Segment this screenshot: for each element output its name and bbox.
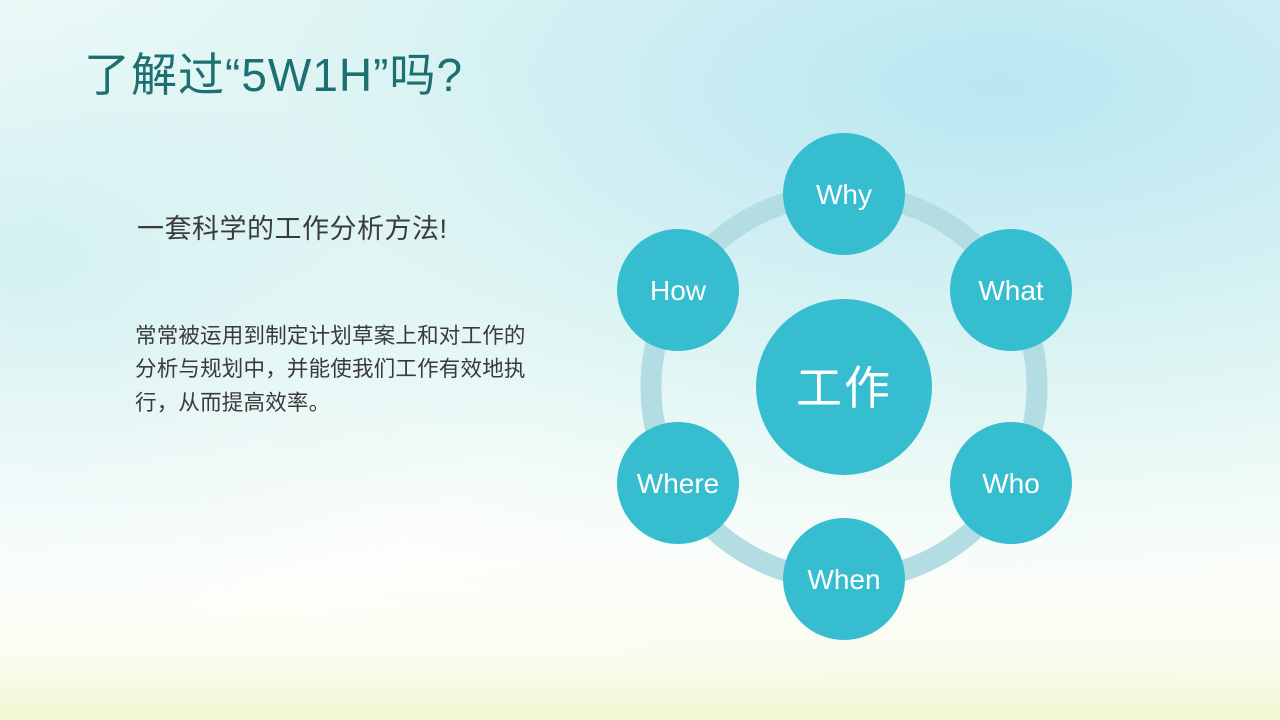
diagram-node-circle (950, 422, 1072, 544)
diagram-node-circle (617, 229, 739, 351)
diagram-node-who[interactable]: Who (950, 422, 1072, 544)
diagram-node-label: What (978, 275, 1044, 306)
diagram-node-where[interactable]: Where (617, 422, 739, 544)
lead-statement: 一套科学的工作分析方法! (137, 214, 448, 244)
diagram-node-circle (783, 133, 905, 255)
five-w-one-h-diagram: How Why What Who When (604, 118, 1084, 658)
diagram-node-circle (783, 518, 905, 640)
diagram-node-label: Why (816, 179, 872, 210)
diagram-node-how[interactable]: How (617, 229, 739, 351)
diagram-center-circle (756, 299, 932, 475)
diagram-node-circle (950, 229, 1072, 351)
diagram-node-why[interactable]: Why (783, 133, 905, 255)
diagram-node-circle (617, 422, 739, 544)
diagram-center-node[interactable]: 工作 (756, 299, 932, 475)
diagram-node-what[interactable]: What (950, 229, 1072, 351)
diagram-center-label: 工作 (796, 362, 892, 414)
diagram-node-label: Who (982, 468, 1040, 499)
diagram-node-when[interactable]: When (783, 518, 905, 640)
page-title: 了解过“5W1H”吗? (84, 49, 464, 101)
diagram-node-label: When (807, 564, 880, 595)
diagram-node-label: How (650, 275, 707, 306)
body-paragraph: 常常被运用到制定计划草案上和对工作的分析与规划中，并能使我们工作有效地执行，从而… (135, 324, 526, 415)
diagram-node-label: Where (637, 468, 719, 499)
